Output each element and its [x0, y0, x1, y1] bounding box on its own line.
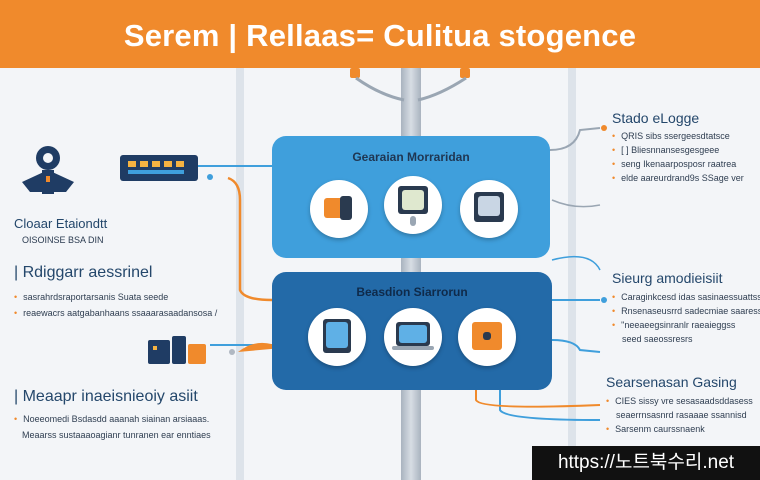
tablet-device-icon — [384, 176, 442, 234]
header-bar: Serem | Rellaas= Culitua stogence — [0, 0, 760, 68]
page-title: Serem | Rellaas= Culitua stogence — [123, 18, 637, 53]
right-section-2: Sieurg amodieisiit •Caraginkcesd idas sa… — [612, 270, 760, 344]
wire-bottom-orange — [475, 390, 601, 408]
device-cluster-icon — [148, 336, 206, 364]
folder-drive-icon — [310, 180, 368, 238]
right-section-3-title: Searsenasan Gasing — [606, 374, 737, 390]
right-section-2-row: •Rnsenaseusrrd sadecmiae saaressaire — [612, 306, 760, 316]
right-section-3-row: seaerrnsasnrd rasaaae ssannisd — [616, 410, 747, 420]
pole-arm-left — [355, 76, 405, 102]
pole-cap-right — [460, 68, 470, 78]
wire-right-curve — [551, 255, 601, 271]
left-section-2-row: •sasrahrdsraportarsanis Suata seede — [14, 292, 169, 302]
left-section-3-row: Meaarss sustaaaoagianr tunranen ear ennt… — [22, 430, 211, 440]
left-section-1-title: Cloaar Etaiondtt — [14, 216, 108, 231]
right-section-1-row: •[ ] Bliesnnansesgesgeee — [612, 145, 720, 155]
wire-bottom-right — [499, 390, 601, 421]
left-section-2-title: | Rdiggarr aessrinel — [14, 264, 153, 281]
wire-right-top — [549, 127, 601, 151]
right-section-2-row: •"neeaeegsinranlr raeaieggss — [612, 320, 736, 330]
bottom-panel: Beasdion Siarrorun — [272, 272, 552, 390]
right-section-2-title: Sieurg amodieisiit — [612, 270, 723, 286]
storage-device-icon — [458, 308, 516, 366]
wire-dot — [229, 349, 235, 355]
left-section-3: | Meaapr inaeisnieoiy asiit •Noeeomedi B… — [14, 388, 211, 440]
right-section-1: Stado eLogge •QRIS sibs ssergeesdtatsce … — [612, 110, 744, 183]
left-section-3-title: | Meaapr inaeisnieoiy asiit — [14, 388, 198, 405]
right-section-1-row: •seng Ikenaarposposr raatrea — [612, 159, 737, 169]
left-section-1: Cloaar Etaiondtt OISOINSE BSA DIN — [14, 216, 107, 245]
pole-arm-right — [417, 76, 467, 102]
network-switch-icon — [120, 155, 198, 181]
wire-right-upper — [551, 199, 601, 208]
watermark: https://노트북수리.net — [532, 446, 760, 480]
wire-dot — [601, 125, 607, 131]
wire-junction — [238, 342, 282, 352]
left-section-2-row: •reaewacrs aatgabanhaans ssaaarasaadanso… — [14, 308, 218, 318]
background-column-right — [568, 68, 576, 480]
wire-dot — [601, 297, 607, 303]
server-device-icon — [460, 180, 518, 238]
bottom-panel-title: Beasdion Siarrorun — [356, 285, 468, 299]
right-section-3-row: •Sarsenm caurssnaenk — [606, 424, 705, 434]
left-section-3-row: •Noeeomedi Bsdasdd aaanah siainan arsiaa… — [14, 414, 210, 424]
wire-dot — [207, 174, 213, 180]
top-panel: Gearaian Morraridan — [272, 136, 550, 258]
laptop-device-icon — [384, 308, 442, 366]
security-badge-icon — [22, 146, 74, 194]
pole-cap-left — [350, 68, 360, 78]
right-section-1-row: •elde aareurdrand9s SSage ver — [612, 173, 744, 183]
right-section-1-title: Stado eLogge — [612, 110, 700, 126]
tablet-device-icon — [308, 308, 366, 366]
top-panel-title: Gearaian Morraridan — [352, 150, 470, 164]
right-section-1-row: •QRIS sibs ssergeesdtatsce — [612, 131, 730, 141]
right-section-2-row: •Caraginkcesd idas sasinaessuattss — [612, 292, 760, 302]
wire-right-low — [551, 339, 601, 353]
right-section-3: Searsenasan Gasing •CIES sissy vre sesas… — [606, 374, 753, 434]
right-section-3-row: •CIES sissy vre sesasaadsddasess — [606, 396, 753, 406]
left-section-2: | Rdiggarr aessrinel •sasrahrdsraportars… — [14, 264, 217, 318]
wire-left-orange — [227, 176, 273, 302]
right-section-2-row: seed saeossresrs — [622, 334, 693, 344]
left-section-1-subtitle: OISOINSE BSA DIN — [22, 235, 104, 245]
